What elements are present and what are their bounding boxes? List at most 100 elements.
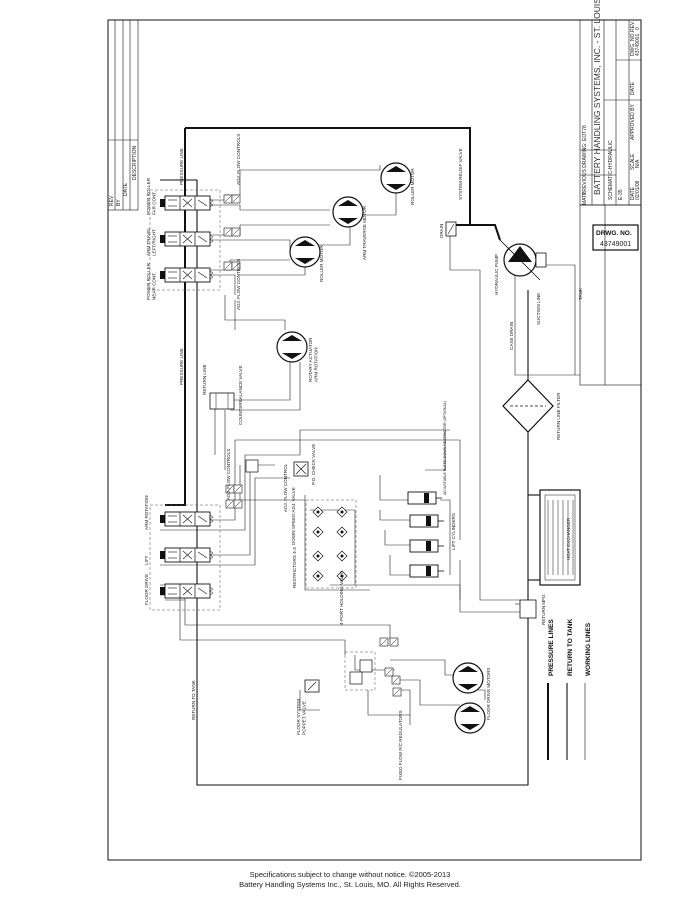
title-block bbox=[579, 19, 642, 386]
label-suction-line: SUCTION LINE bbox=[536, 293, 541, 325]
flow-control-6 bbox=[231, 261, 241, 271]
floor-drive-motor-2 bbox=[454, 702, 486, 734]
restrictor-5 bbox=[312, 550, 324, 562]
restrictor-2 bbox=[336, 506, 348, 518]
drawing-subtitle: PREVIOUS DRAWING: EOT78 bbox=[582, 125, 588, 195]
approved-by-label: APPROVED BY bbox=[630, 103, 636, 140]
rev-value: 0 bbox=[635, 27, 641, 30]
heat-exchanger bbox=[528, 489, 581, 586]
matl-label: MAT'L bbox=[582, 191, 588, 205]
date-label: DATE bbox=[630, 186, 636, 200]
restrictor-1 bbox=[312, 506, 324, 518]
lift-cylinder-3 bbox=[409, 539, 444, 553]
label-lift-cylinders: LIFT CYLINDERS bbox=[451, 513, 456, 550]
valve-arm-rotation bbox=[160, 511, 214, 527]
legend-working-lines: WORKING LINES bbox=[585, 622, 592, 676]
legend-return-to-tank: RETURN TO TANK bbox=[567, 619, 574, 676]
label-counterbalance-valve: COUNTERBALANCE VALVE bbox=[238, 365, 243, 425]
label-case-drain: CASE DRAIN bbox=[509, 322, 514, 350]
rev-label: REV bbox=[630, 21, 636, 32]
flow-control-8 bbox=[225, 499, 235, 509]
label-roller-motor-top: ROLLER MOTOR bbox=[410, 168, 415, 205]
label-system-relief: SYSTEM RELIEF VALVE bbox=[458, 148, 463, 200]
label-floor-system-poppet: FLOOR SYSTEMPOPPET VALVE bbox=[296, 699, 307, 735]
company-name: BATTERY HANDLING SYSTEMS, INC. - ST. LOU… bbox=[592, 0, 602, 195]
flow-control-2 bbox=[231, 194, 241, 204]
dwg-no-label: DWG. NO. bbox=[630, 32, 636, 56]
date2-label: DATE bbox=[630, 81, 636, 95]
flow-control-15 bbox=[392, 687, 402, 697]
flow-control-10 bbox=[233, 499, 243, 509]
valve-arm-travel bbox=[160, 231, 214, 247]
drawing-border bbox=[107, 19, 642, 861]
lift-cylinder-4 bbox=[409, 564, 444, 578]
rotary-actuator bbox=[276, 331, 308, 363]
return-line-filter bbox=[502, 379, 554, 433]
revision-block bbox=[107, 19, 139, 211]
label-lift: LIFT bbox=[144, 555, 149, 565]
flow-control-12 bbox=[389, 637, 399, 647]
label-arm-travel: ARM TRAVELLEFT/RIGHT bbox=[146, 227, 157, 256]
label-arm-rotation: ARM ROTATION bbox=[144, 495, 149, 530]
lift-cylinders bbox=[407, 491, 444, 578]
label-heat-exchanger: HEAT EXCHANGER bbox=[566, 517, 571, 560]
label-power-roller-near: POWER ROLLERNEAR CONT. bbox=[146, 262, 157, 300]
flow-control-3 bbox=[223, 227, 233, 237]
restrictor-6 bbox=[336, 550, 348, 562]
restrictor-3 bbox=[312, 526, 324, 538]
restrictors bbox=[312, 506, 348, 582]
label-holding-valve: 4-PORT HOLDING VALVE bbox=[339, 571, 344, 625]
restrictor-block bbox=[305, 499, 357, 589]
flow-control-13 bbox=[384, 667, 394, 677]
restrictor-4 bbox=[336, 526, 348, 538]
dwg-no-value: 43749001 bbox=[635, 34, 641, 56]
valve-power-roller-far bbox=[160, 195, 214, 211]
label-floor-drive-motors: FLOOR DRIVE MOTORS bbox=[486, 668, 491, 721]
restrictor-8 bbox=[336, 570, 348, 582]
label-adj-flow-controls-1: ADJ. FLOW CONTROLS bbox=[236, 134, 241, 185]
po-check-valve bbox=[293, 461, 309, 477]
pressure-switch bbox=[245, 459, 259, 473]
label-adj-flow-controls-2: ADJ. FLOW CONTROLS bbox=[236, 259, 241, 310]
label-return-line: RETURN LINE bbox=[202, 364, 207, 395]
label-return-line-filter: RETURN LINE FILTER bbox=[556, 392, 561, 440]
label-pressure-line-mid: PRESSURE LINE bbox=[179, 348, 184, 385]
flow-control-parts bbox=[223, 194, 402, 697]
label-orifices: RESTRICTORS 4-3 bbox=[292, 547, 297, 588]
label-fixed-flow-regulators: FIXED FLOW P/C REGULATORS bbox=[398, 710, 403, 780]
floor-drive-motor-1 bbox=[452, 662, 484, 694]
valve-floor-drive bbox=[160, 583, 214, 599]
lift-cylinder-1 bbox=[407, 491, 442, 505]
label-floor-drive: FLOOR DRIVE bbox=[144, 574, 149, 605]
restrictor-7 bbox=[312, 570, 324, 582]
directional-valves bbox=[160, 195, 214, 599]
counterbalance-valve bbox=[209, 392, 235, 410]
date-value: 02/01/08 bbox=[635, 180, 641, 200]
flow-control-9 bbox=[233, 484, 243, 494]
hydraulic-pump bbox=[499, 239, 547, 281]
label-rotary-actuator: ROTARY ACTUATORARM ROTATION bbox=[308, 337, 319, 382]
label-drain: DRAIN bbox=[439, 224, 444, 238]
scale-label: SCALE bbox=[630, 153, 636, 170]
label-down-speed-adj: DOWN SPEED ADJ. VALVE bbox=[291, 487, 296, 545]
roller-motor-top bbox=[380, 162, 412, 194]
flow-control-5 bbox=[223, 261, 233, 271]
rev-col-header: REV bbox=[109, 195, 115, 206]
label-power-roller-far: POWER ROLLERFAR CONT. bbox=[146, 177, 157, 215]
system-relief-valve bbox=[445, 221, 457, 237]
valve-power-roller-near bbox=[160, 267, 214, 283]
label-return-to-tank: RETURN TO TANK bbox=[191, 679, 196, 720]
drwg-no-box-label: DRWG. NO. bbox=[596, 230, 632, 237]
flow-control-1 bbox=[223, 194, 233, 204]
flow-control-11 bbox=[379, 637, 389, 647]
flow-control-4 bbox=[231, 227, 241, 237]
return-lines bbox=[160, 179, 529, 786]
label-pressure-line-top: PRESSURE LINE bbox=[179, 148, 184, 185]
label-adj-flow-controls-3: ADJ. FLOW CONTROLS bbox=[226, 449, 231, 500]
footer-copyright: Battery Handling Systems Inc., St. Louis… bbox=[239, 880, 461, 889]
label-check-valve: P.O. CHECK VALVE bbox=[311, 444, 316, 485]
label-return-mfd: RETURN MFD. bbox=[541, 593, 546, 625]
footer-notice: Specifications subject to change without… bbox=[249, 870, 451, 879]
drawing-title: SCHEMATIC-HYDRAULIC bbox=[608, 140, 614, 200]
